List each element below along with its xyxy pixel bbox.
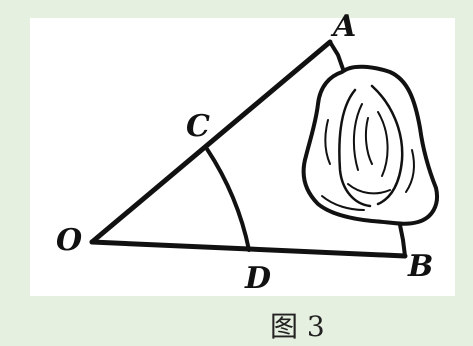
label-point-A: A: [330, 9, 356, 44]
label-point-B: B: [407, 249, 433, 284]
label-point-D: D: [244, 261, 271, 296]
figure-caption: 图 3: [270, 310, 325, 343]
connector-A: [328, 40, 346, 74]
segment-OA: [89, 39, 333, 245]
connector-B: [398, 223, 407, 258]
arc-CD: [205, 147, 251, 252]
label-point-C: C: [186, 109, 210, 144]
label-point-O: O: [56, 223, 82, 258]
rock-obstacle: [301, 64, 439, 226]
